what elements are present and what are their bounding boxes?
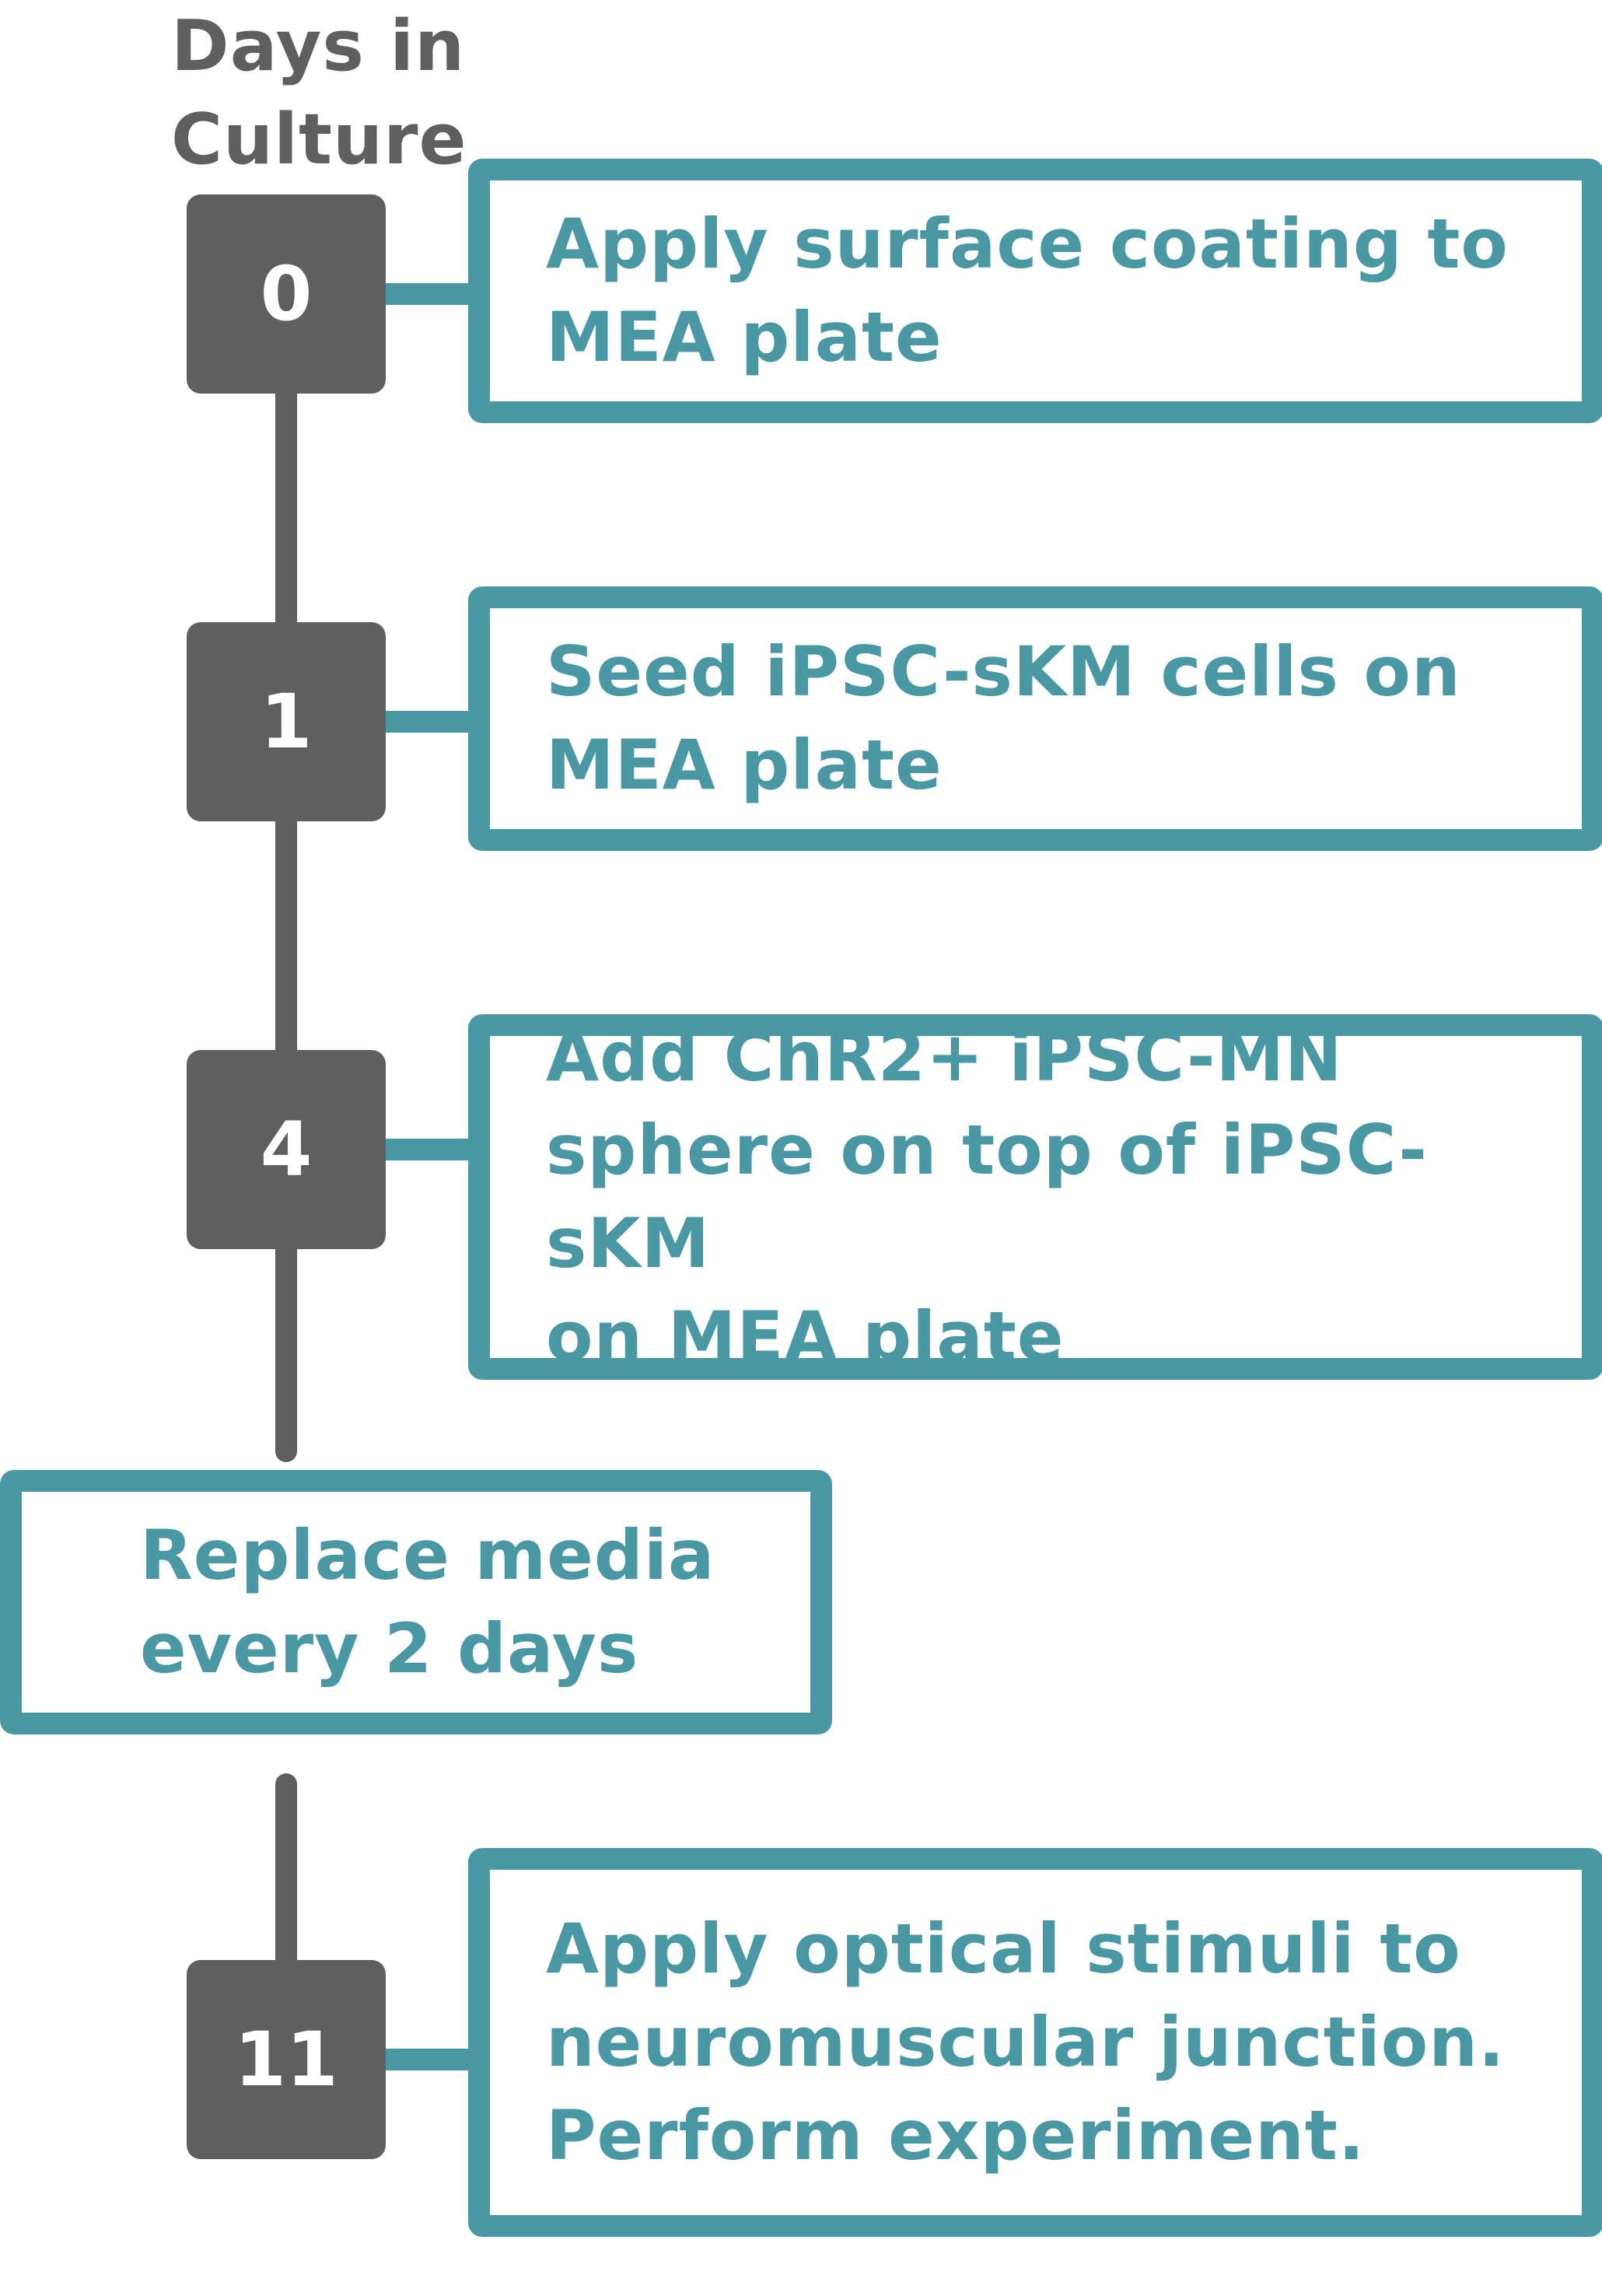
connector-day-0 (386, 283, 479, 305)
step-text: Replace media every 2 days (140, 1515, 715, 1689)
timeline-header: Days in Culture (171, 5, 467, 180)
day-number: 11 (234, 2016, 338, 2103)
timeline-line-segment (275, 373, 297, 653)
step-text: Apply surface coating to MEA plate (546, 204, 1509, 377)
day-marker-4: 4 (187, 1050, 386, 1249)
connector-day-4 (386, 1139, 479, 1160)
timeline-line-segment (275, 1229, 297, 1462)
timeline-line-segment (275, 801, 297, 1081)
step-text: Add ChR2+ iPSC-MN sphere on top of iPSC-… (546, 1017, 1428, 1377)
step-box-day-11: Apply optical stimuli to neuromuscular j… (468, 1848, 1602, 2237)
recurring-step-box: Replace media every 2 days (0, 1470, 832, 1734)
step-text: Apply optical stimuli to neuromuscular j… (546, 1909, 1506, 2175)
timeline-line-segment (275, 1773, 297, 1991)
step-text: Seed iPSC-sKM cells on MEA plate (546, 632, 1461, 805)
day-marker-1: 1 (187, 622, 386, 821)
day-number: 0 (260, 250, 313, 338)
connector-day-1 (386, 711, 479, 733)
day-marker-11: 11 (187, 1960, 386, 2159)
day-number: 1 (260, 678, 313, 765)
step-box-day-1: Seed iPSC-sKM cells on MEA plate (468, 586, 1602, 851)
step-box-day-0: Apply surface coating to MEA plate (468, 159, 1602, 423)
day-marker-0: 0 (187, 194, 386, 394)
connector-day-11 (386, 2049, 479, 2070)
step-box-day-4: Add ChR2+ iPSC-MN sphere on top of iPSC-… (468, 1014, 1602, 1380)
day-number: 4 (260, 1106, 313, 1193)
